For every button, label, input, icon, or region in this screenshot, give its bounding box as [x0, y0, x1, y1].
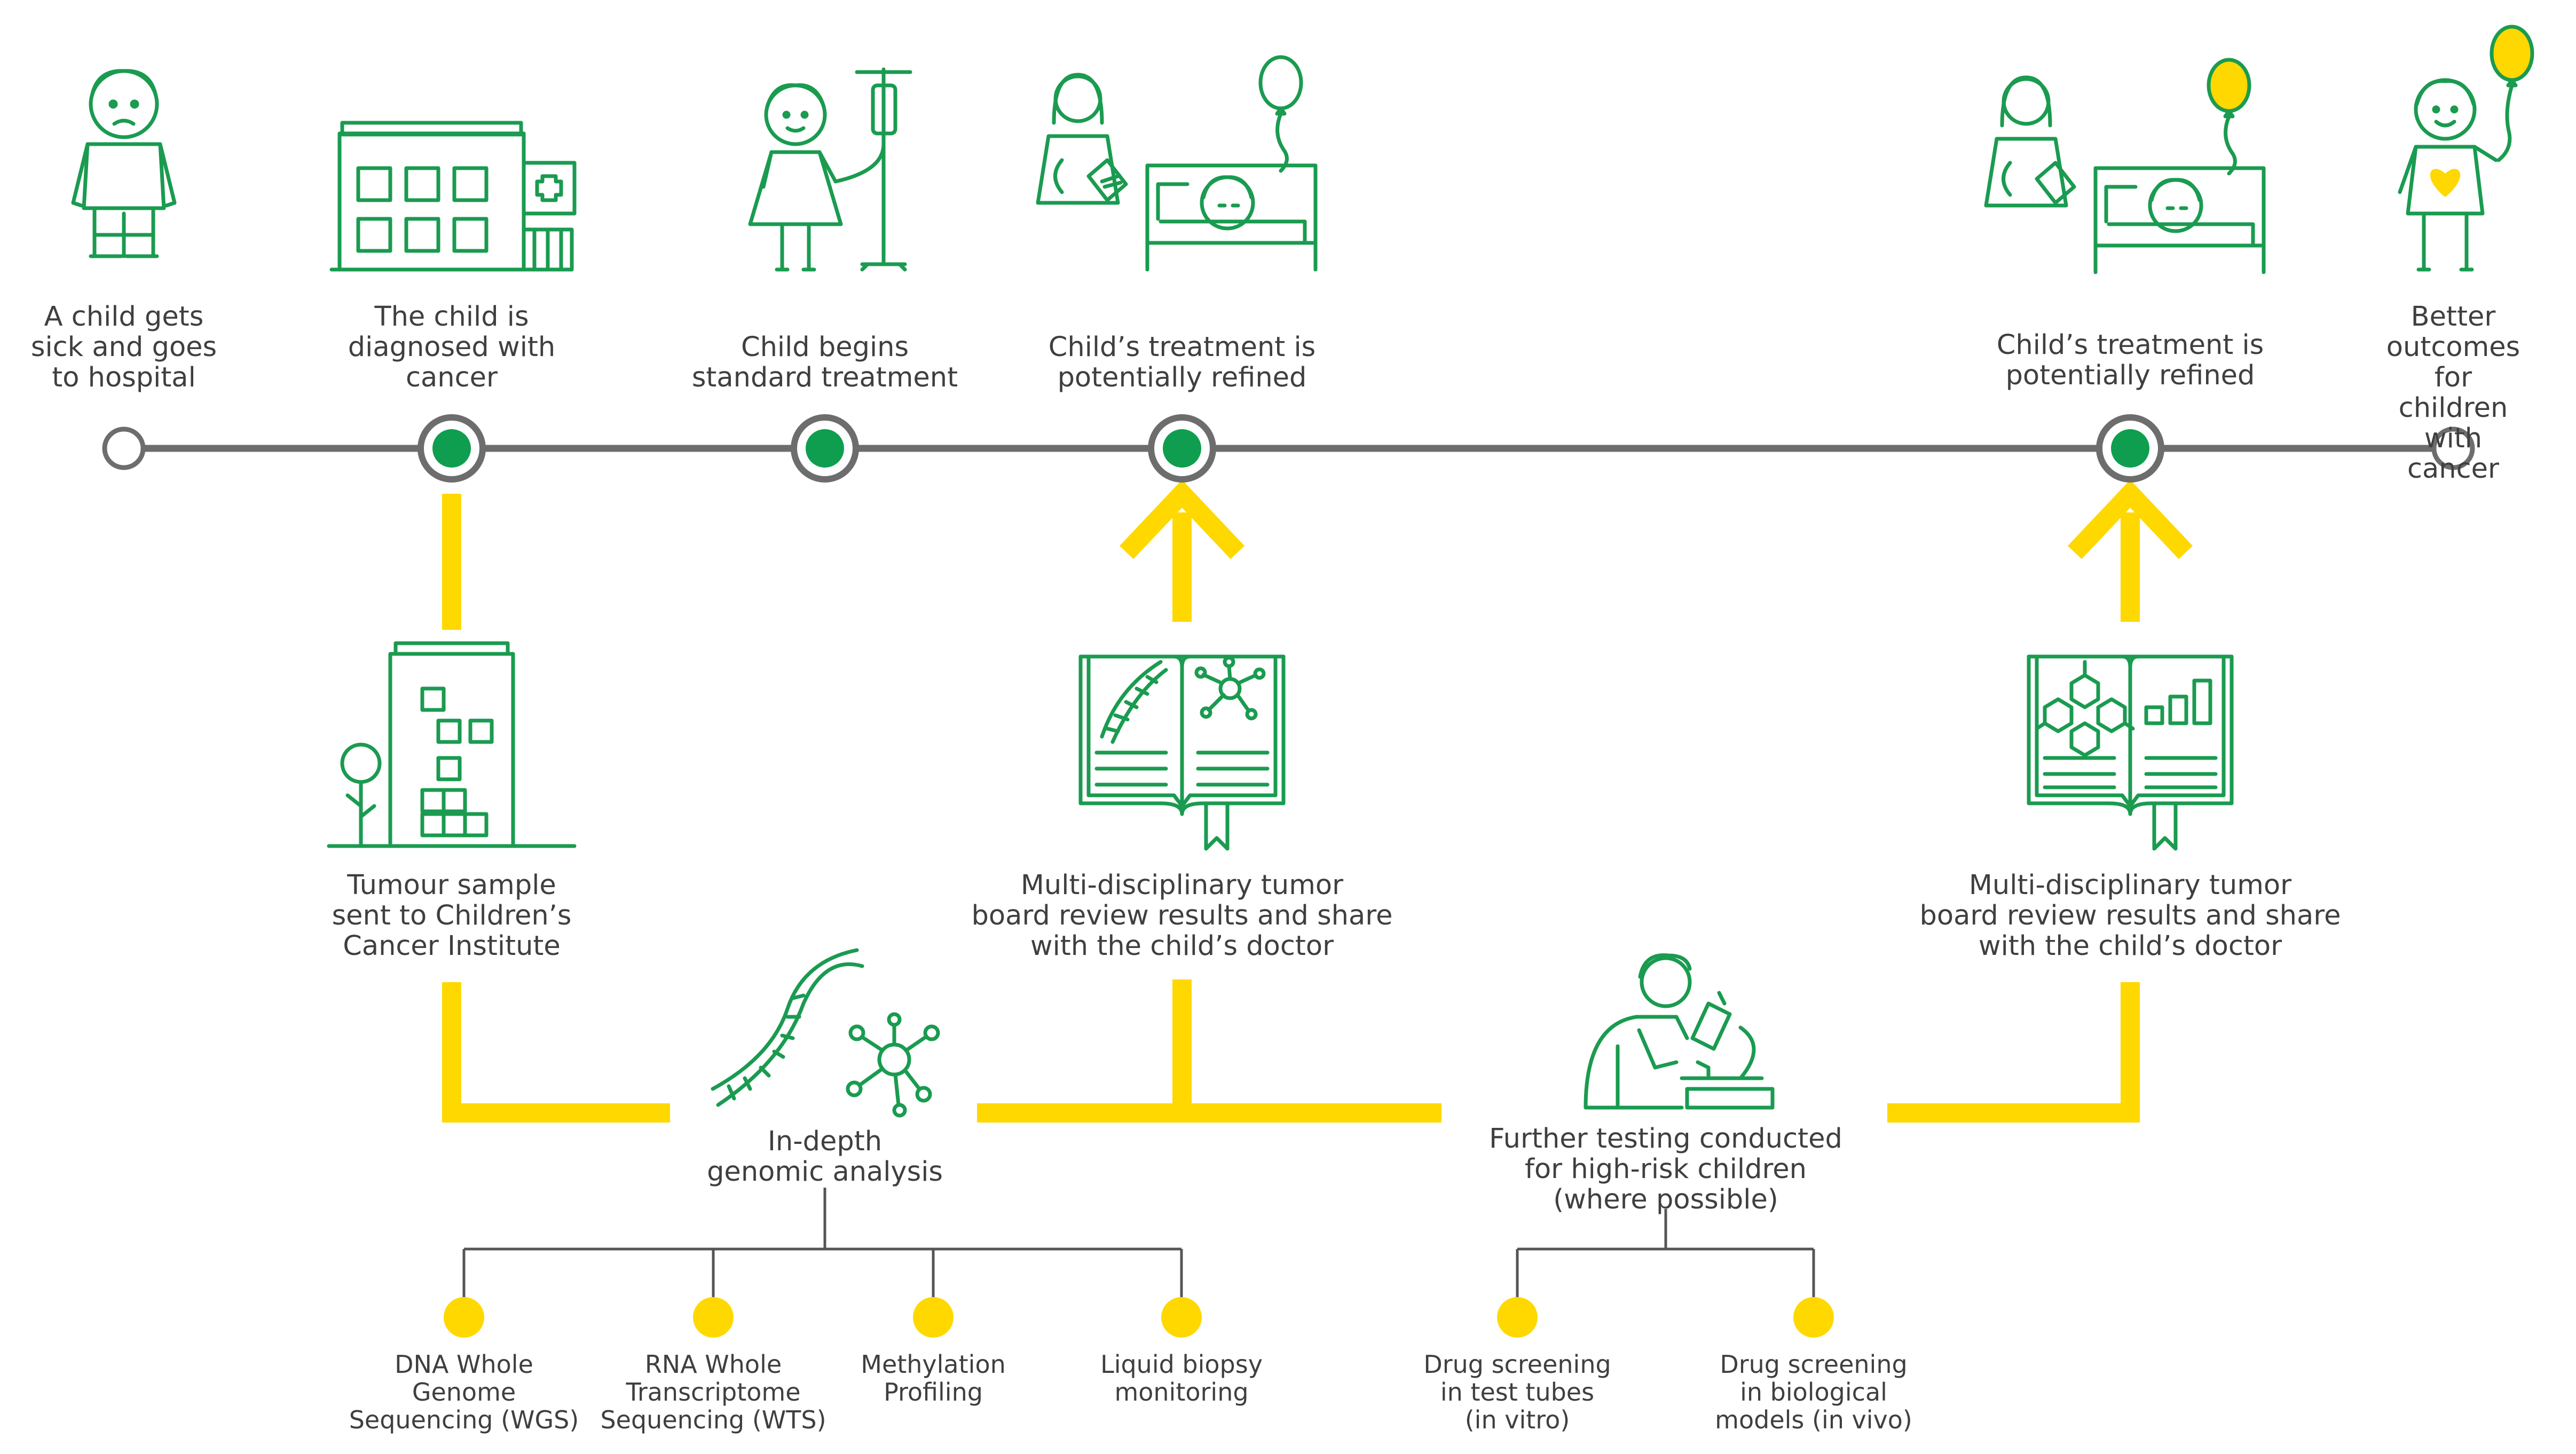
timeline-label-better-outcomes: Better outcomes for children with cancer [2386, 301, 2520, 485]
method-dot-wts [693, 1297, 734, 1338]
flow-connectors [442, 479, 2193, 1123]
method-dot-in-vivo [1793, 1297, 1834, 1338]
timeline-node-better-outcomes [2431, 426, 2475, 470]
step-board-review-1: Multi-disciplinary tumor board review re… [971, 870, 1393, 962]
happy-child-with-balloon-icon [2398, 25, 2534, 272]
dna-molecule-icon [711, 948, 940, 1118]
timeline-node-fill-refined-2 [2111, 429, 2149, 468]
timeline-label-refined-2: Child’s treatment is potentially refined [1996, 329, 2264, 391]
timeline-label-diagnosed: The child is diagnosed with cancer [348, 301, 556, 393]
timeline-label-sick: A child gets sick and goes to hospital [30, 301, 217, 393]
step-tumour-sample: Tumour sample sent to Children’s Cancer … [332, 870, 572, 962]
method-dot-wgs [444, 1297, 484, 1338]
timeline-nodes [102, 414, 2475, 483]
method-label-liquid-biopsy: Liquid biopsy monitoring [1100, 1350, 1263, 1406]
hospital-building-icon [329, 121, 577, 272]
method-dot-in-vitro [1497, 1297, 1538, 1338]
method-dot-liquid-biopsy [1161, 1297, 1202, 1338]
method-label-wgs: DNA Whole Genome Sequencing (WGS) [349, 1350, 579, 1434]
timeline-label-standard-treatment: Child begins standard treatment [691, 331, 958, 393]
research-institute-icon [327, 641, 577, 848]
timeline-node-fill-standard-treatment [806, 429, 844, 468]
method-label-in-vitro: Drug screening in test tubes (in vitro) [1423, 1350, 1611, 1434]
doctor-and-child-in-bed-yellow-balloon-icon [1984, 58, 2266, 274]
step-board-review-2: Multi-disciplinary tumor board review re… [1919, 870, 2341, 962]
branch-connectors [462, 1188, 1815, 1302]
timeline-label-refined-1: Child’s treatment is potentially refined [1048, 331, 1316, 393]
scientist-microscope-icon [1584, 953, 1775, 1110]
timeline-node-fill-refined-1 [1163, 429, 1201, 468]
data-book-icon [2027, 654, 2234, 851]
dna-book-icon [1078, 654, 1286, 851]
method-label-wts: RNA Whole Transcriptome Sequencing (WTS) [600, 1350, 826, 1434]
step-genomic-analysis: In-depth genomic analysis [707, 1126, 943, 1188]
timeline-node-fill-diagnosed [432, 429, 471, 468]
doctor-and-child-in-bed-icon [1036, 55, 1318, 272]
child-with-iv-drip-icon [748, 67, 912, 272]
method-dots [444, 1297, 1834, 1338]
method-dot-methylation [913, 1297, 954, 1338]
method-label-in-vivo: Drug screening in biological models (in … [1715, 1350, 1912, 1434]
method-label-methylation: Methylation Profiling [861, 1350, 1006, 1406]
connector-testing-to-board-2 [1887, 982, 2140, 1123]
arrow-head-1 [1119, 479, 1245, 559]
timeline-node-sick [102, 426, 146, 470]
sick-child-icon [71, 69, 177, 258]
arrow-head-2 [2067, 479, 2193, 559]
step-further-testing: Further testing conducted for high-risk … [1489, 1123, 1842, 1215]
connector-sample-to-genomics [442, 982, 670, 1123]
